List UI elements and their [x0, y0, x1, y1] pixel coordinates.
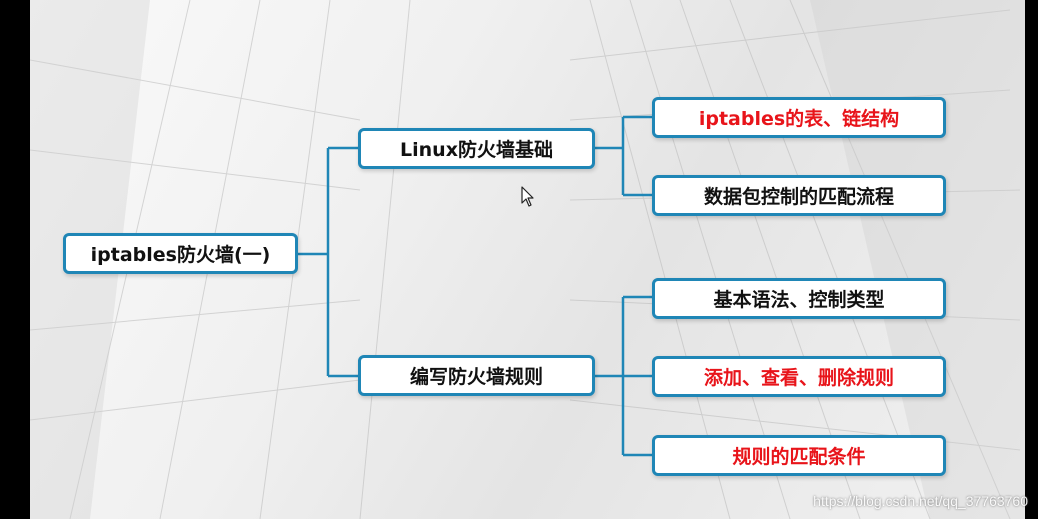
leaf-rule-match-conditions: 规则的匹配条件	[652, 435, 946, 476]
root-node: iptables防火墙(一)	[63, 233, 298, 274]
mouse-pointer-icon	[521, 186, 535, 208]
leaf-basic-syntax: 基本语法、控制类型	[652, 278, 946, 319]
slide-canvas: iptables防火墙(一) Linux防火墙基础 编写防火墙规则 iptabl…	[30, 0, 1025, 519]
leaf-add-view-delete-rules: 添加、查看、删除规则	[652, 356, 946, 397]
watermark: https://blog.csdn.net/qq_37763760	[813, 493, 1028, 509]
leaf-packet-matching-flow: 数据包控制的匹配流程	[652, 175, 946, 216]
branch-linux-firewall-basics: Linux防火墙基础	[358, 128, 595, 169]
branch-write-firewall-rules: 编写防火墙规则	[358, 355, 595, 396]
leaf-tables-chains: iptables的表、链结构	[652, 97, 946, 138]
